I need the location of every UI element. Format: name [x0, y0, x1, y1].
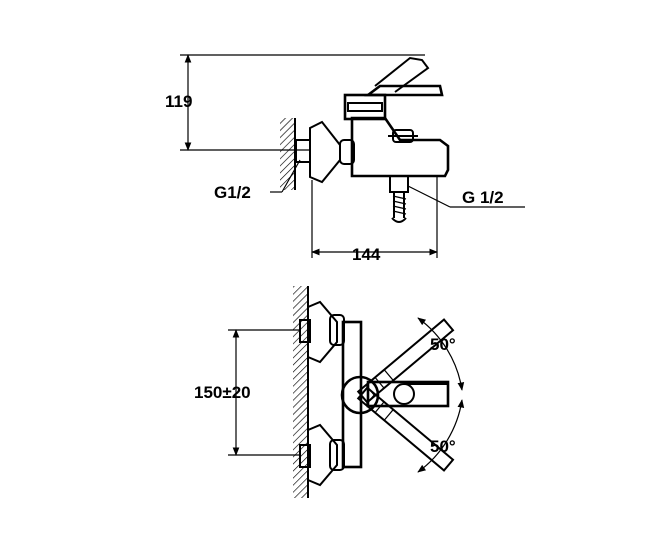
- wall-hatch-top: [280, 118, 295, 190]
- inlet-thread-label: G1/2: [214, 183, 251, 202]
- outlet-connector: [389, 175, 409, 193]
- width-dimension: 144: [311, 176, 438, 264]
- angle-arc-down: [417, 399, 465, 473]
- angle-arc-up: [417, 317, 465, 391]
- center-distance-label: 150±20: [194, 383, 251, 402]
- outlet-thread-label: G 1/2: [462, 188, 504, 207]
- height-label: 119: [165, 92, 192, 111]
- connector-nut: [339, 139, 355, 165]
- lower-flange: [307, 423, 338, 487]
- cartridge-circle: [340, 375, 380, 415]
- lever-down-position: [356, 386, 455, 472]
- angle-down-label: 50°: [430, 437, 456, 456]
- side-view: 119 G1/2: [165, 54, 525, 264]
- angle-up-label: 50°: [430, 335, 456, 354]
- lever-up-position: [356, 318, 455, 404]
- inlet-thread-callout: G1/2: [214, 159, 301, 202]
- center-distance-dimension: 150±20: [194, 329, 300, 456]
- outlet-thread-callout: G 1/2: [407, 185, 525, 208]
- height-dimension: 119: [165, 54, 425, 151]
- front-body: [341, 320, 363, 469]
- front-view: 150±20: [194, 286, 465, 498]
- flange: [309, 120, 341, 184]
- lever-neutral: [366, 380, 450, 408]
- width-label: 144: [352, 245, 381, 264]
- upper-flange: [307, 300, 338, 364]
- mixer-body: [350, 116, 450, 178]
- lever: [364, 84, 444, 97]
